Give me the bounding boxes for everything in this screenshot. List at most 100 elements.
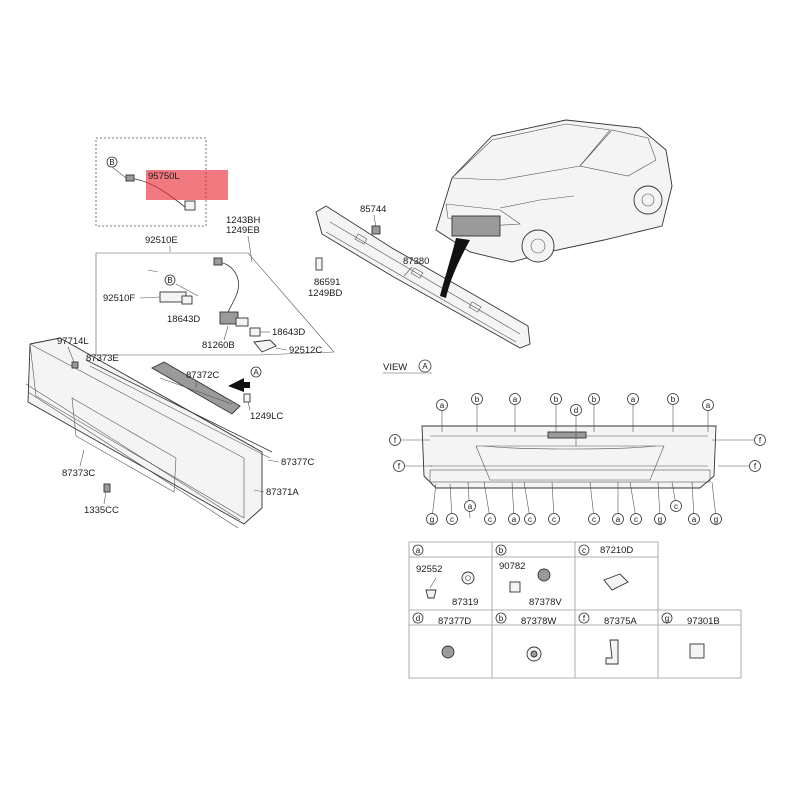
view-letter-A: A [422,362,428,371]
legend-a-part2: 87319 [452,597,478,608]
legend-letter-g: g [665,614,669,623]
svg-text:f: f [759,436,762,445]
svg-text:a: a [616,515,621,524]
svg-text:c: c [552,515,556,524]
garnish-panel-group: A 97714L 87373E 87372C 1249LC 87377C 873… [25,336,314,529]
car-rear-window [451,123,611,181]
harness-group: 1243BH 1249EB 92510E B 92510F 18643D 186… [95,215,335,356]
bolt-85744 [371,225,381,235]
harness-group-outline [95,252,335,356]
ref-letter-A-panel: A [253,368,259,377]
svg-text:a: a [440,401,445,410]
legend-a-washer [461,571,475,585]
legend-g-pad [689,643,705,659]
detail-pointer [440,238,470,298]
clip-1335CC [103,483,111,493]
legend-letter-b: b [499,546,504,555]
car-body [435,119,673,263]
view-panel-back [421,425,717,489]
ref-circle-B-harness [164,274,176,286]
legend-d-part: 87377D [438,616,471,627]
svg-text:b: b [554,395,559,404]
label-1249LC: 1249LC [250,411,283,422]
car-side-window [579,129,657,177]
label-87377C: 87377C [281,457,314,468]
label-92510F: 92510F [103,293,135,304]
legend-g-part: 97301B [687,616,720,627]
legend-letter-a: a [416,546,421,555]
legend-b-nut [509,581,521,593]
legend-b-part2: 87378V [529,597,562,608]
legend-a-part1: 92552 [416,564,442,575]
label-87371A: 87371A [266,487,299,498]
svg-text:a: a [512,515,517,524]
label-95750L: 95750L [148,171,180,182]
svg-text:b: b [671,395,676,404]
label-1249EB: 1249EB [226,225,260,236]
license-plate-recess [71,397,177,493]
cable-end [184,200,196,211]
view-label: VIEW [383,362,407,373]
label-1335CC: 1335CC [84,505,119,516]
part-18643D-b [249,327,261,337]
view-circle-A [418,359,432,373]
label-87372C: 87372C [186,370,219,381]
svg-text:c: c [634,515,638,524]
svg-text:d: d [574,406,578,415]
car-front-wheel [633,185,663,215]
ref-letter-B-harness: B [167,276,172,285]
label-81260B: 81260B [202,340,235,351]
legend-c-part: 87210D [600,545,633,556]
moulding-87373E [85,359,273,453]
part-81260B-lamp [219,311,239,325]
part-92512C [253,339,277,353]
legend-f-part: 87375A [604,616,637,627]
view-a-group: VIEW A [383,359,766,525]
svg-text:f: f [394,436,397,445]
svg-text:b: b [475,395,480,404]
clip-97714L [71,361,79,369]
label-1243BH: 1243BH [226,215,260,226]
view-plate-area [475,445,665,481]
part-18643D-a [181,295,193,305]
parts-legend-grid: a 92552 87319 b 90782 87378V c 87210D d … [408,541,742,679]
svg-text:g: g [658,515,662,524]
label-85744: 85744 [360,204,386,215]
svg-text:f: f [754,462,757,471]
legend-letter-b2: b [499,614,504,623]
garnish-panel-87371A [27,337,263,525]
ref-letter-B-top: B [109,158,114,167]
legend-d-part-shape [441,645,455,659]
legend-letter-c: c [582,546,586,555]
legend-c-clip [603,573,629,591]
svg-text:c: c [592,515,596,524]
car-tail-lamp [445,203,521,227]
label-97714L: 97714L [57,336,89,347]
svg-text:a: a [468,502,473,511]
view-callouts: a b a b d b a b a f f f f g c a c a c c … [389,393,766,525]
bumper-beam-group: 85744 87380 86591 1249BD [308,204,531,349]
legend-b-washer [537,568,551,582]
bolt-1249LC [243,393,251,403]
label-18643D-b: 18643D [272,327,305,338]
legend-grid-outline [408,541,742,679]
suv-illustration [435,119,673,298]
svg-text:f: f [398,462,401,471]
svg-text:c: c [488,515,492,524]
label-87373C: 87373C [62,468,95,479]
label-87380: 87380 [403,256,429,267]
cable-connector [125,174,135,182]
highlight-box [146,170,228,200]
svg-text:a: a [692,515,697,524]
label-87373E: 87373E [86,353,119,364]
label-86591: 86591 [314,277,340,288]
bolt-86591 [315,257,323,271]
legend-b-part1: 90782 [499,561,525,572]
label-18643D-a: 18643D [167,314,200,325]
svg-text:c: c [450,515,454,524]
cable-assembly-group: B 95750L [95,137,228,227]
svg-text:a: a [631,395,636,404]
svg-text:a: a [706,401,711,410]
